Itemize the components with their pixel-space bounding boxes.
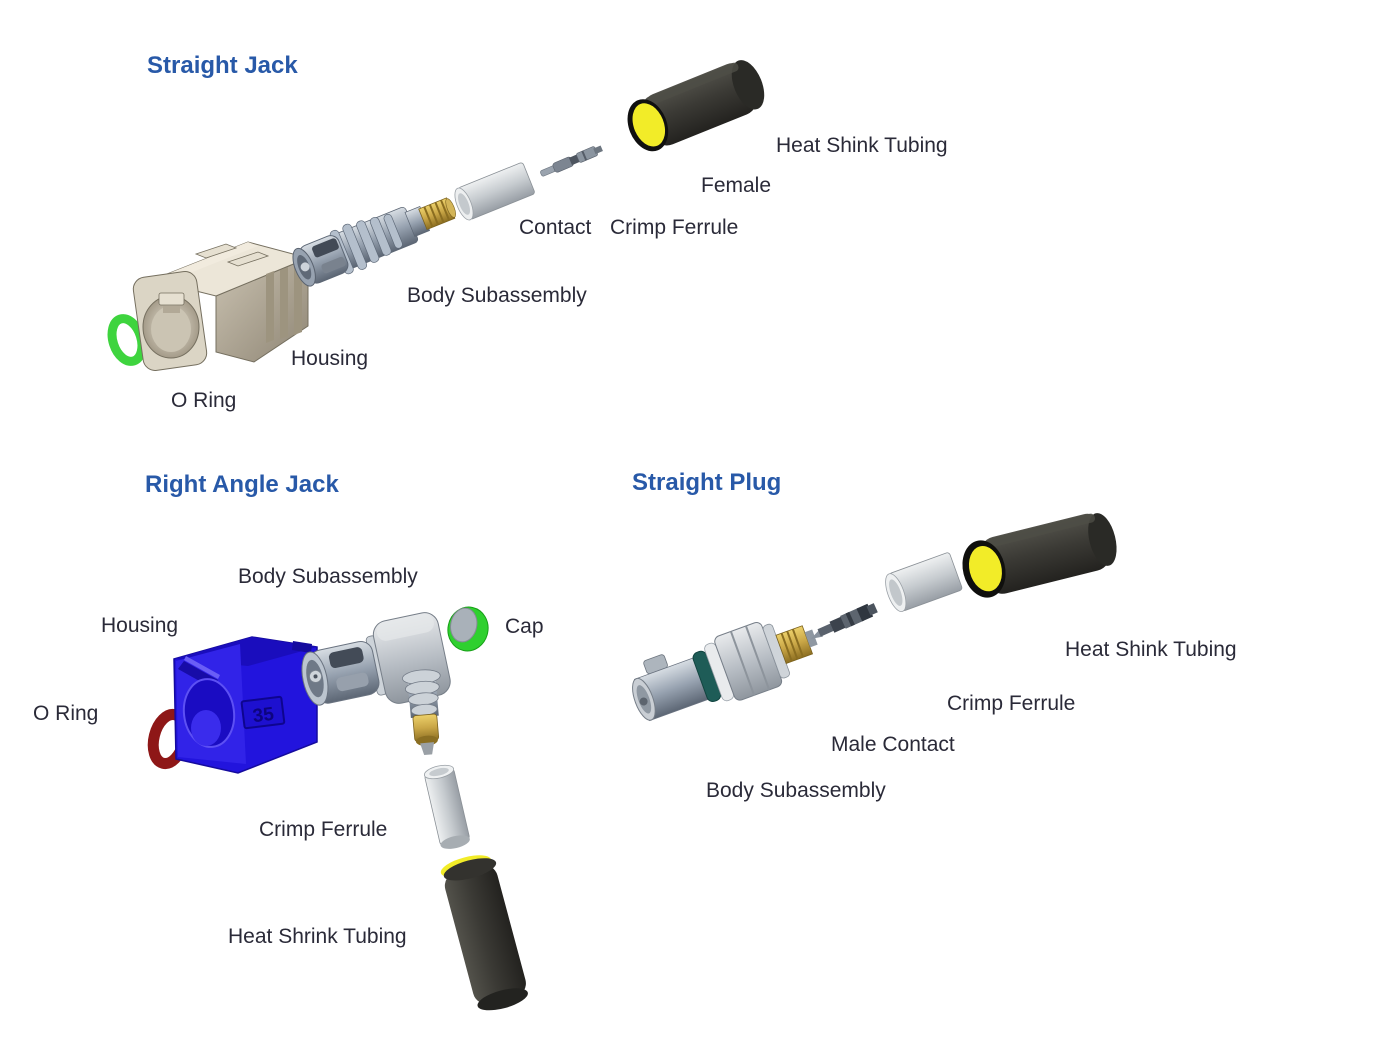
straight-jack-assembly-graphic [107,60,765,371]
right-angle-jack-housing-graphic: 35 [173,636,318,774]
straight-jack-body-subassembly-graphic [292,197,456,287]
straight-plug-heat-shrink-label: Heat Shink Tubing [1065,638,1237,661]
straight-jack-female-label: Female [701,174,772,197]
straight-jack-crimp-ferrule-graphic [454,162,535,221]
right-angle-jack-heat-shrink-label: Heat Shrink Tubing [228,925,407,948]
straight-plug-heat-shrink-graphic [962,513,1117,598]
right-angle-jack-crimp-ferrule-graphic [423,764,470,849]
straight-jack-body-label: Body Subassembly [407,284,587,307]
right-angle-jack-housing-label: Housing [101,614,179,637]
straight-jack-heat-shrink-label: Heat Shink Tubing [776,134,948,157]
straight-plug-body-subassembly-graphic [632,622,818,722]
right-angle-jack-cap-label: Cap [505,615,544,638]
right-angle-jack-crimp-ferrule-label: Crimp Ferrule [259,818,388,841]
straight-plug-male-contact-graphic [810,603,878,639]
right-angle-jack-heat-shrink-graphic [440,855,528,1011]
straight-jack-o-ring-label: O Ring [171,389,237,412]
straight-plug-title: Straight Plug [632,469,782,496]
straight-jack-contact-label: Contact [519,216,592,239]
straight-jack-housing-label: Housing [291,347,369,370]
right-angle-jack-cap-graphic [447,606,489,652]
straight-jack-heat-shrink-graphic [627,60,765,152]
straight-jack-contact-graphic [540,145,603,177]
right-angle-jack-title: Right Angle Jack [145,471,339,498]
right-angle-jack-body-label: Body Subassembly [238,565,418,588]
straight-plug-crimp-ferrule-label: Crimp Ferrule [947,692,1076,715]
straight-plug-crimp-ferrule-graphic [885,552,963,613]
straight-plug-body-label: Body Subassembly [706,779,886,802]
straight-jack-title: Straight Jack [147,52,298,79]
straight-plug-assembly-graphic [632,513,1117,722]
right-angle-jack-o-ring-label: O Ring [33,702,99,725]
right-angle-jack-body-leg-graphic [402,669,441,756]
right-angle-jack-assembly-graphic: 35 [147,606,528,1011]
straight-jack-housing-graphic [132,241,310,371]
right-angle-jack-body-subassembly-graphic [301,612,451,706]
straight-plug-male-contact-label: Male Contact [831,733,955,756]
housing-marking-text: 35 [252,704,276,727]
straight-jack-crimp-ferrule-label: Crimp Ferrule [610,216,739,239]
